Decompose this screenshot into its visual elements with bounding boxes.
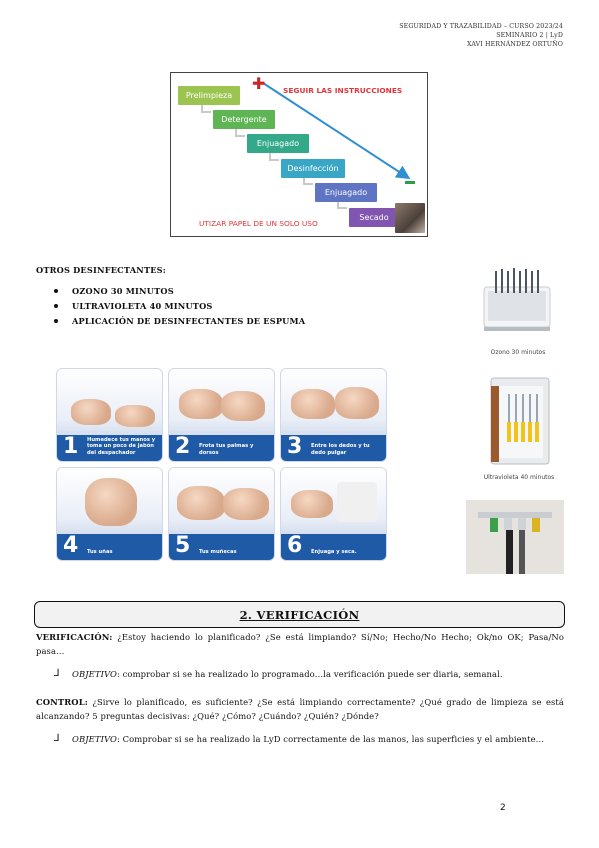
sub-marker-icon: ⅃ — [54, 733, 60, 744]
objetivo-text: : comprobar si se ha realizado lo progra… — [116, 669, 503, 679]
verificacion-text: ¿Estoy haciendo lo planificado? ¿Se está… — [36, 632, 564, 656]
hand-shape — [71, 399, 111, 425]
cleaning-steps-diagram: ✚ SEGUIR LAS INSTRUCCIONES Prelimpieza D… — [170, 72, 428, 237]
step-desinfeccion: Desinfección — [281, 159, 345, 178]
verificacion-paragraph: VERIFICACIÓN: ¿Estoy haciendo lo planifi… — [36, 631, 564, 658]
section-title-box: 2. VERIFICACIÓN — [34, 601, 565, 628]
hand-shape — [335, 387, 379, 419]
step-band — [57, 534, 162, 560]
hand-shape — [85, 478, 137, 526]
control-objetivo: ⅃ OBJETIVO: Comprobar si se ha realizado… — [54, 733, 564, 747]
step-number: 2 — [175, 434, 191, 459]
diagonal-arrow-icon — [262, 82, 411, 180]
step-band — [57, 435, 162, 461]
step-connector — [337, 200, 347, 209]
step-detergente: Detergente — [213, 110, 275, 129]
step-text: Humedece tus manos y toma un poco de jab… — [87, 436, 156, 456]
objetivo-text: : Comprobar si se ha realizado la LyD co… — [116, 734, 545, 744]
step-text: Tus uñas — [87, 548, 113, 555]
handwash-steps-illustration: 1 Humedece tus manos y toma un poco de j… — [56, 368, 388, 562]
step-number: 1 — [63, 434, 79, 459]
step-text: Entre los dedos y tu dedo pulgar — [311, 443, 370, 456]
paper-note: UTIZAR PAPEL DE UN SOLO USO — [199, 219, 318, 228]
disinfectant-list: OZONO 30 MINUTOS ULTRAVIOLETA 40 MINUTOS… — [54, 284, 305, 329]
uv-cabinet-image — [490, 377, 550, 465]
hand-shape — [179, 389, 223, 419]
handwash-step-5: 5 Tus muñecas — [168, 467, 275, 561]
foam-dispenser-image — [466, 500, 564, 574]
page-number: 2 — [500, 803, 506, 813]
handwash-step-1: 1 Humedece tus manos y toma un poco de j… — [56, 368, 163, 462]
handwash-step-6: 6 Enjuaga y seca. — [280, 467, 387, 561]
ozone-caption: Ozono 30 minutos — [490, 349, 546, 356]
header-seminar: SEMINARIO 2 | LyD — [496, 32, 563, 39]
step-number: 3 — [287, 434, 303, 459]
step-secado: Secado — [349, 208, 399, 227]
hand-shape — [177, 486, 225, 520]
hand-shape — [115, 405, 155, 427]
header-course: SEGURIDAD Y TRAZABILIDAD – CURSO 2023/24 — [399, 23, 563, 30]
step-enjuagado-2: Enjuagado — [315, 183, 377, 202]
step-band — [169, 534, 274, 560]
objetivo-label: OBJETIVO — [72, 669, 117, 679]
uv-caption: Ultravioleta 40 minutos — [483, 474, 555, 481]
step-number: 6 — [287, 533, 303, 558]
plus-icon: ✚ — [252, 74, 266, 93]
hands-drying-photo — [395, 203, 425, 233]
step-band — [169, 435, 274, 461]
step-connector — [303, 176, 313, 185]
header-author: XAVI HERNÁNDEZ ORTUÑO — [466, 41, 563, 48]
step-prelimpieza: Prelimpieza — [178, 86, 240, 105]
sub-marker-icon: ⅃ — [54, 668, 60, 679]
verificacion-objetivo: ⅃ OBJETIVO: comprobar si se ha realizado… — [54, 668, 564, 682]
otros-title: OTROS DESINFECTANTES: — [36, 265, 167, 275]
hand-shape — [221, 391, 265, 421]
step-enjuagado: Enjuagado — [247, 134, 309, 153]
hand-shape — [291, 389, 335, 419]
list-item: OZONO 30 MINUTOS — [54, 284, 305, 299]
list-item: APLICACIÓN DE DESINFECTANTES DE ESPUMA — [54, 314, 305, 329]
step-connector — [201, 104, 211, 113]
step-band — [281, 435, 386, 461]
step-connector — [235, 128, 245, 137]
handwash-step-3: 3 Entre los dedos y tu dedo pulgar — [280, 368, 387, 462]
instruction-text: SEGUIR LAS INSTRUCCIONES — [283, 86, 403, 95]
handwash-step-4: 4 Tus uñas — [56, 467, 163, 561]
step-text: Frota tus palmas y dorsos — [199, 443, 254, 456]
step-text: Tus muñecas — [199, 548, 237, 555]
step-connector — [269, 152, 279, 161]
hand-shape — [291, 490, 333, 518]
step-band — [281, 534, 386, 560]
minus-icon — [405, 181, 415, 184]
objetivo-label: OBJETIVO — [72, 734, 117, 744]
handwash-step-2: 2 Frota tus palmas y dorsos — [168, 368, 275, 462]
step-number: 5 — [175, 533, 191, 558]
page-header: SEGURIDAD Y TRAZABILIDAD – CURSO 2023/24… — [399, 22, 563, 49]
verificacion-label: VERIFICACIÓN: — [36, 632, 113, 642]
list-item: ULTRAVIOLETA 40 MINUTOS — [54, 299, 305, 314]
control-text: ¿Sirve lo planificado, es suficiente? ¿S… — [36, 697, 564, 721]
step-text: Enjuaga y seca. — [311, 548, 357, 555]
control-paragraph: CONTROL: ¿Sirve lo planificado, es sufic… — [36, 696, 564, 723]
towel-shape — [337, 482, 377, 522]
section-title: 2. VERIFICACIÓN — [239, 608, 360, 622]
hand-shape — [223, 488, 269, 520]
control-label: CONTROL: — [36, 697, 88, 707]
ozone-cabinet-image — [483, 268, 551, 331]
step-number: 4 — [63, 533, 79, 558]
